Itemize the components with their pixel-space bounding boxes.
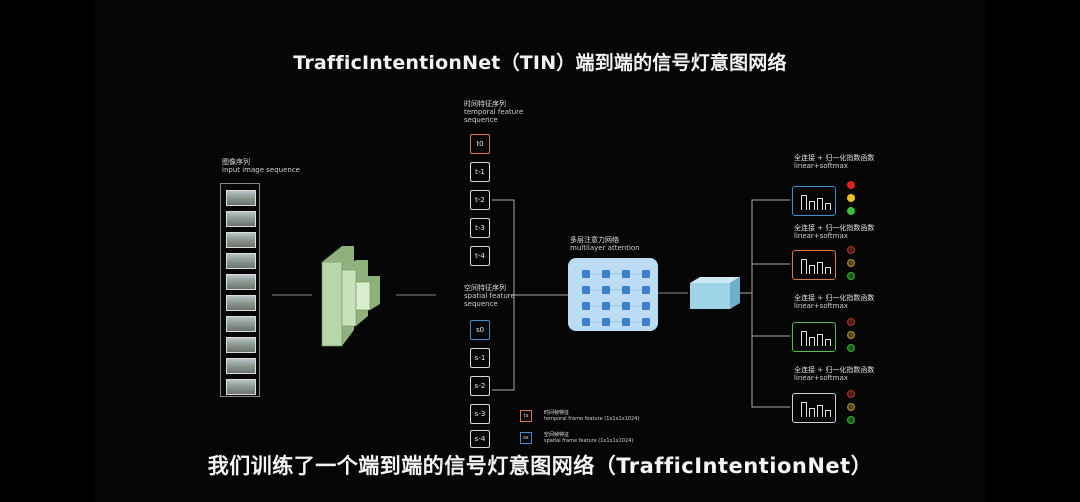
attention-block [568,258,658,331]
input-frame-thumbnail [226,253,256,269]
yellow-light-off-icon [847,259,855,267]
green-light-off-icon [847,416,855,424]
attention-node [642,286,650,294]
temporal-feature-t3: t-3 [470,218,490,238]
red-light-icon [847,181,855,189]
head-1-histogram [792,186,836,216]
temporal-feature-t4: t-4 [470,246,490,266]
yellow-light-icon [847,194,855,202]
input-frame-thumbnail [226,379,256,395]
head-4-histogram [792,393,836,423]
slide-area [95,0,985,502]
input-image-sequence [220,183,260,397]
slide-title: TrafficIntentionNet（TIN）端到端的信号灯意图网络 [293,52,787,74]
red-light-off-icon [847,318,855,326]
legend-temporal-swatch: tx [520,410,532,422]
attention-node [602,318,610,326]
yellow-light-off-icon [847,403,855,411]
spatial-feature-s0: s0 [470,320,490,340]
spatial-feature-s1: s-1 [470,348,490,368]
spatial-feature-s4: s-4 [470,430,490,448]
attention-node [582,302,590,310]
red-light-off-icon [847,246,855,254]
input-seq-label: 图像序列 input image sequence [222,158,300,174]
cnn-encoder [321,246,380,347]
temporal-feature-t2: t-2 [470,190,490,210]
spatial-feature-s3: s-3 [470,404,490,424]
input-frame-thumbnail [226,316,256,332]
right-letterbox [985,0,1080,502]
legend-spatial-swatch: sx [520,432,532,444]
fc-layer-block [690,277,740,309]
attention-node [602,286,610,294]
temporal-feature-t1: t-1 [470,162,490,182]
attention-node [622,302,630,310]
input-frame-thumbnail [226,295,256,311]
left-letterbox [0,0,95,502]
bracket-heads [751,199,790,408]
attention-label: 多层注意力网络 multilayer attention [570,236,640,252]
attention-node [582,270,590,278]
attention-node [642,318,650,326]
video-subtitle: 我们训练了一个端到端的信号灯意图网络（TrafficIntentionNet） [207,454,873,478]
red-light-off-icon [847,390,855,398]
head-2-histogram [792,250,836,280]
attention-node [582,286,590,294]
attention-node [622,270,630,278]
input-frame-thumbnail [226,211,256,227]
input-frame-thumbnail [226,190,256,206]
temporal-seq-label: 时间特征序列 temporal feature sequence [464,100,524,124]
attention-node [642,302,650,310]
green-light-off-icon [847,344,855,352]
green-light-icon [847,207,855,215]
input-frame-thumbnail [226,274,256,290]
spatial-seq-label: 空间特征序列 spatial feature sequence [464,284,515,308]
attention-node [582,318,590,326]
input-frame-thumbnail [226,358,256,374]
attention-node [602,270,610,278]
attention-node [602,302,610,310]
temporal-feature-t0: t0 [470,134,490,154]
spatial-feature-s2: s-2 [470,376,490,396]
head-3-histogram [792,322,836,352]
attention-node [642,270,650,278]
input-frame-thumbnail [226,337,256,353]
attention-node [622,318,630,326]
input-frame-thumbnail [226,232,256,248]
yellow-light-off-icon [847,331,855,339]
green-light-off-icon [847,272,855,280]
attention-node [622,286,630,294]
